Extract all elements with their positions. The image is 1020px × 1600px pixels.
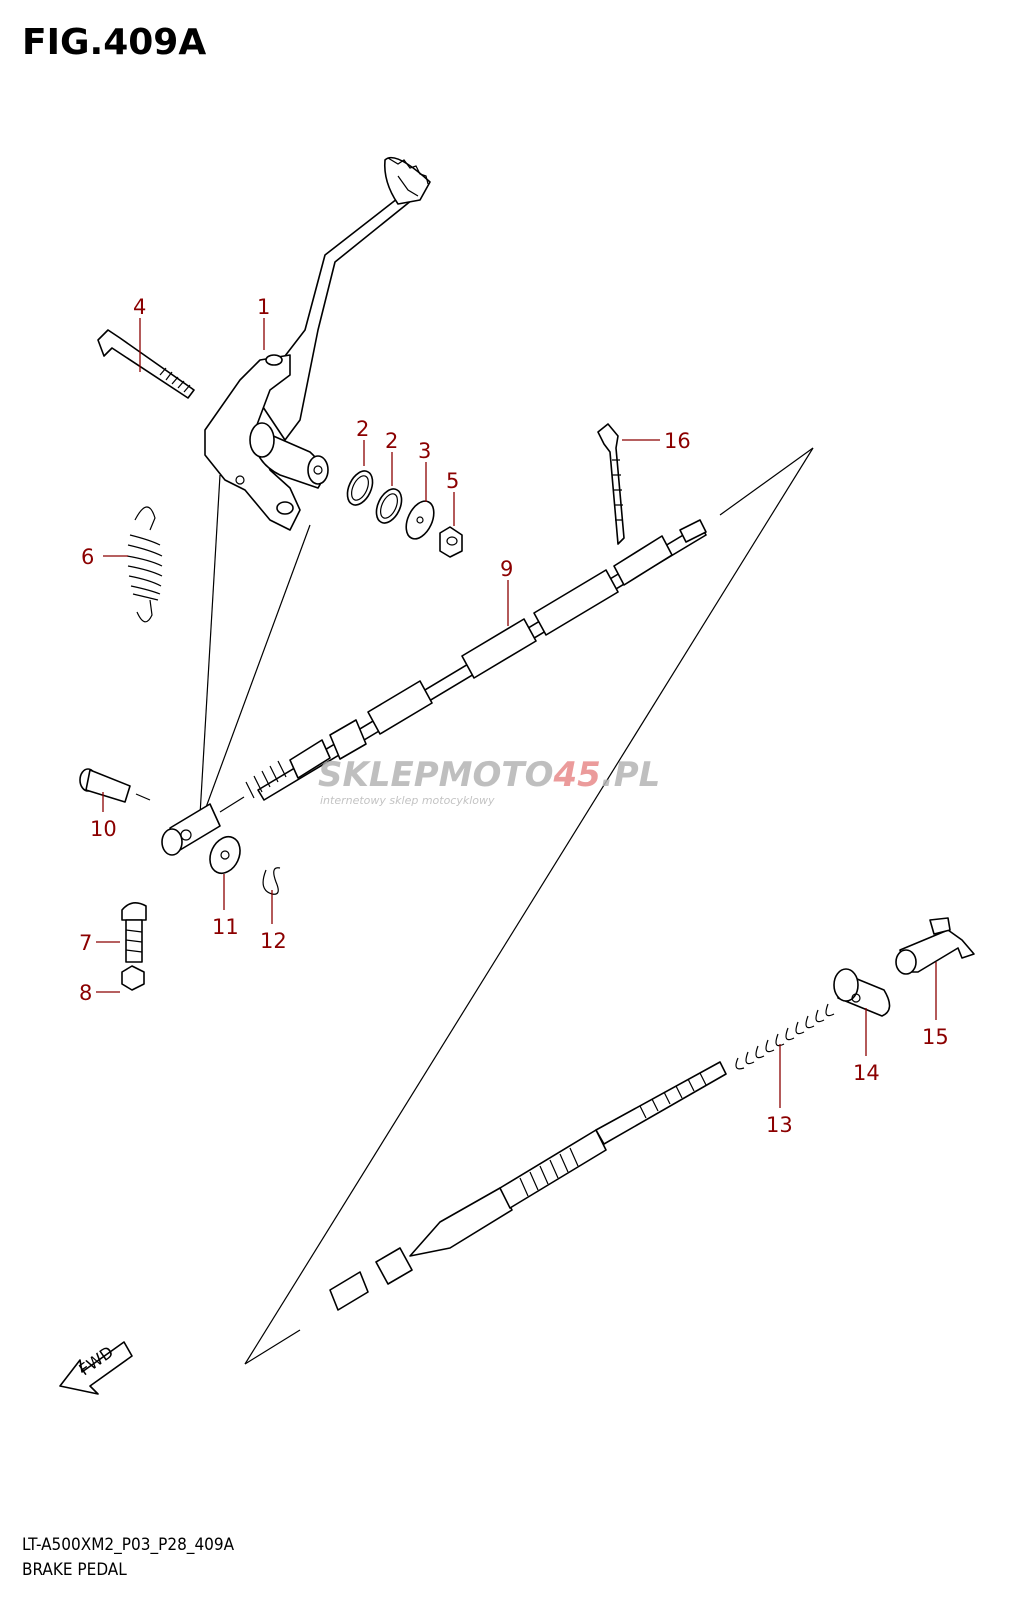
callout-7: 7 xyxy=(79,931,92,955)
callout-15: 15 xyxy=(922,1025,949,1049)
nut-part-5 xyxy=(439,526,463,558)
callout-12: 12 xyxy=(260,929,287,953)
callout-8: 8 xyxy=(79,981,92,1005)
watermark-tagline: internetowy sklep motocyklowy xyxy=(320,794,495,807)
pin-part-10 xyxy=(79,768,151,803)
watermark-part-2: 45 xyxy=(552,755,600,795)
watermark-part-3: .PL xyxy=(601,755,661,795)
callout-9: 9 xyxy=(500,557,513,581)
grouping-outline xyxy=(199,447,814,1365)
cable-tie-part-16 xyxy=(597,423,625,545)
brake-cable-part-9 xyxy=(161,519,707,856)
brake-pedal-part-1 xyxy=(204,156,431,531)
pin-part-15 xyxy=(895,917,975,975)
callout-labels: 1 2 2 3 4 5 6 7 8 9 10 11 12 13 14 15 16 xyxy=(79,295,949,1137)
washer-part-3 xyxy=(405,500,435,540)
callout-11: 11 xyxy=(212,915,239,939)
clip-part-12 xyxy=(262,867,281,895)
washer-part-11 xyxy=(209,835,241,875)
callout-3: 3 xyxy=(418,439,431,463)
figure-title: FIG.409A xyxy=(22,22,207,63)
spring-part-13 xyxy=(735,1003,835,1070)
callout-14: 14 xyxy=(853,1061,880,1085)
callout-6: 6 xyxy=(81,545,94,569)
callout-2b: 2 xyxy=(385,429,398,453)
model-code: LT-A500XM2_P03_P28_409A xyxy=(22,1535,235,1555)
brake-cable-lower xyxy=(329,1061,727,1311)
watermark: SKLEPMOTO45.PL internetowy sklep motocyk… xyxy=(318,755,660,807)
spring-part-6 xyxy=(126,506,163,623)
o-ring-part-2b xyxy=(375,488,403,524)
callout-1: 1 xyxy=(257,295,270,319)
callout-13: 13 xyxy=(766,1113,793,1137)
o-ring-part-2a xyxy=(346,470,374,506)
bolt-part-4 xyxy=(97,329,195,399)
callout-5: 5 xyxy=(446,469,459,493)
joint-part-14 xyxy=(833,968,891,1017)
svg-text:SKLEPMOTO45.PL: SKLEPMOTO45.PL xyxy=(318,755,660,795)
bolt-part-7 xyxy=(121,902,147,963)
callout-16: 16 xyxy=(664,429,691,453)
callout-2a: 2 xyxy=(356,417,369,441)
leader-lines xyxy=(96,318,937,1108)
callout-4: 4 xyxy=(133,295,146,319)
diagram-name: BRAKE PEDAL xyxy=(22,1560,127,1580)
nut-part-8 xyxy=(121,965,145,991)
callout-10: 10 xyxy=(90,817,117,841)
fwd-arrow-icon: FWD xyxy=(59,1341,133,1395)
watermark-part-1: SKLEPMOTO xyxy=(318,755,553,795)
